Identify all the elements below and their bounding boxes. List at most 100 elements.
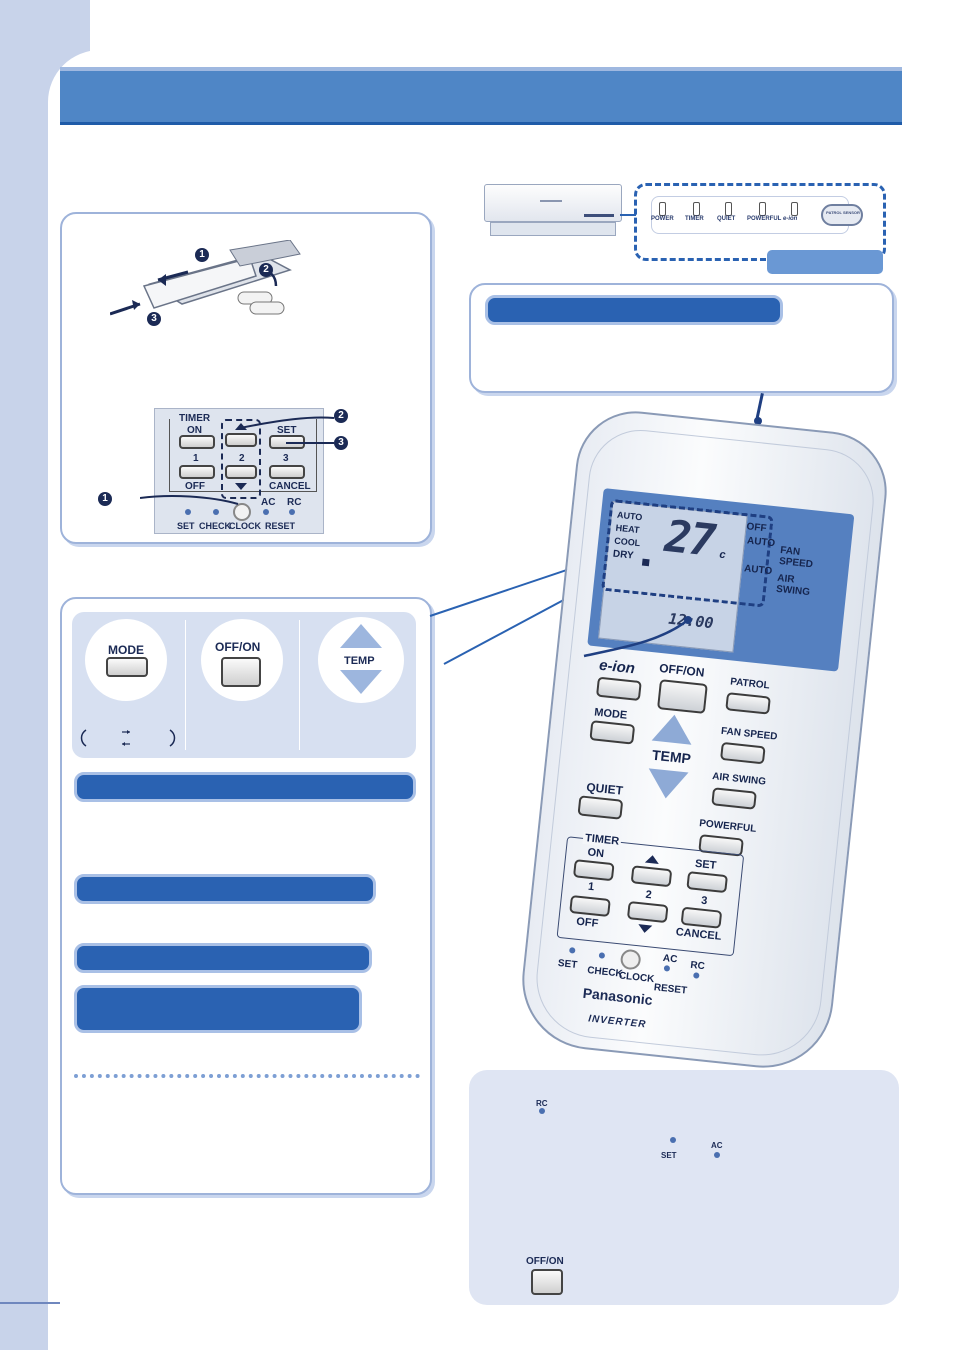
battery-step-2-badge: 2 [259,263,273,277]
remote-rc-label: RC [689,959,706,973]
temp-up-button[interactable] [340,624,382,648]
lcd-timer-off: OFF [745,521,767,535]
remote-set-label: SET [694,857,717,872]
battery-step-3-badge: 3 [147,312,161,326]
clock-bottom-clock-label: CLOCK [229,521,261,531]
clock-bottom-check-label: CHECK [199,521,232,531]
clock-off-label: OFF [185,481,205,492]
remote-temp-down-button[interactable] [645,768,689,801]
clock-3-label: 3 [283,453,289,464]
temp-button-label: TEMP [344,655,375,667]
remote-ac-label: AC [662,952,678,966]
reset-offon-button [531,1269,563,1295]
clock-timer-bracket [169,419,317,492]
reset-ac-label: AC [711,1141,723,1150]
remote-up-arrow-icon [644,854,660,864]
lcd-mode-indicator [641,558,650,567]
indoor-unit-illustration [484,184,622,236]
clock-check-hole[interactable] [213,509,219,515]
clock-button[interactable] [233,503,251,521]
clock-panel: TIMER ON 1 OFF 2 SET 3 CANCEL AC RC SET … [154,408,324,534]
clock-1-label: 1 [193,453,199,464]
clock-step-3: 3 [338,437,344,448]
remote-offon-button[interactable] [656,679,708,714]
clock-step-2-leader [240,416,335,429]
clock-callout-line [583,616,692,658]
clock-up-button[interactable] [225,433,257,447]
mode-button[interactable] [106,657,148,677]
reset-set-hole [670,1137,676,1143]
patrol-sensor-badge: PATROL SENSOR [821,204,863,226]
dotted-separator [74,1074,420,1078]
temp-down-button[interactable] [340,670,382,694]
clock-ac-label: AC [261,497,276,508]
clock-rc-label: RC [287,497,302,508]
clock-bottom-set-label: SET [177,521,195,531]
battery-illustration [110,240,301,316]
offon-button[interactable] [221,657,261,687]
info-box-pointer-dot [754,417,762,425]
operation-pill-3 [74,943,372,973]
lcd-temperature: 27 [662,510,717,567]
mode-button-label: MODE [108,643,144,657]
clock-bottom-reset-label: RESET [265,521,296,531]
operation-pill-2 [74,874,376,904]
remote-set-hole-label: SET [557,957,578,971]
info-heading-pill [485,295,783,325]
indicator-caption-tab [767,250,883,274]
indicator-callout-line [620,214,636,216]
lcd-mode-dry: DRY [612,548,635,562]
battery-step-1: 1 [199,249,205,260]
remote-down-arrow-icon [637,924,653,934]
indicator-timer-label: TIMER [685,216,704,222]
clock-cancel-button[interactable] [269,465,305,479]
clock-ac-hole[interactable] [263,509,269,515]
clock-cancel-label: CANCEL [269,481,311,492]
remote-1-label: 1 [587,880,595,894]
air-swing-label: AIR SWING [775,572,811,599]
clock-set-hole[interactable] [185,509,191,515]
page-title-bar [60,67,902,125]
battery-step-2: 2 [263,264,269,275]
indicator-power-label: POWER [651,216,674,222]
clock-down-arrow-icon [235,483,247,490]
battery-step-1-badge: 1 [195,248,209,262]
indicator-powerful-label: POWERFUL [747,216,782,222]
mode-cycle-arrows-icon [80,729,176,747]
clock-step-1-leader [140,495,239,505]
patrol-sensor-label: PATROL SENSOR [826,210,860,215]
battery-step-3: 3 [151,313,157,324]
lcd-temperature-unit: c [718,548,727,562]
info-box [469,283,894,393]
remote-2-label: 2 [644,888,653,902]
remote-timer-on-label: ON [586,846,605,861]
page-number-rule [0,1302,60,1304]
clock-timer-label: TIMER [179,413,211,424]
clock-set-label: SET [277,425,297,436]
operation-pill-1 [74,772,416,802]
strip-divider-2 [299,620,300,750]
clock-updown-highlight [221,419,261,499]
clock-on-label: ON [187,425,202,436]
indicator-eion-label: e-ion [783,216,798,222]
clock-rc-hole[interactable] [289,509,295,515]
reset-rc-hole [539,1108,545,1114]
reset-rc-label: RC [536,1099,548,1108]
reset-ac-hole [714,1152,720,1158]
indicator-panel: POWER TIMER QUIET POWERFUL e-ion PATROL … [634,183,886,274]
clock-2-label: 2 [239,453,245,464]
clock-timer-on-button[interactable] [179,435,215,449]
clock-down-button[interactable] [225,465,257,479]
clock-step-2-badge: 2 [334,409,348,423]
clock-step-1-badge: 1 [98,492,112,506]
remote-temp-up-button[interactable] [651,712,695,745]
fan-speed-label: FAN SPEED [778,544,814,571]
reset-set-label: SET [661,1151,677,1160]
clock-timer-off-button[interactable] [179,465,215,479]
clock-step-3-badge: 3 [334,436,348,450]
clock-step-1: 1 [102,493,108,504]
remote-3-label: 3 [700,894,708,908]
strip-divider-1 [185,620,186,750]
operation-pill-4 [74,985,362,1033]
clock-step-2: 2 [338,410,344,421]
